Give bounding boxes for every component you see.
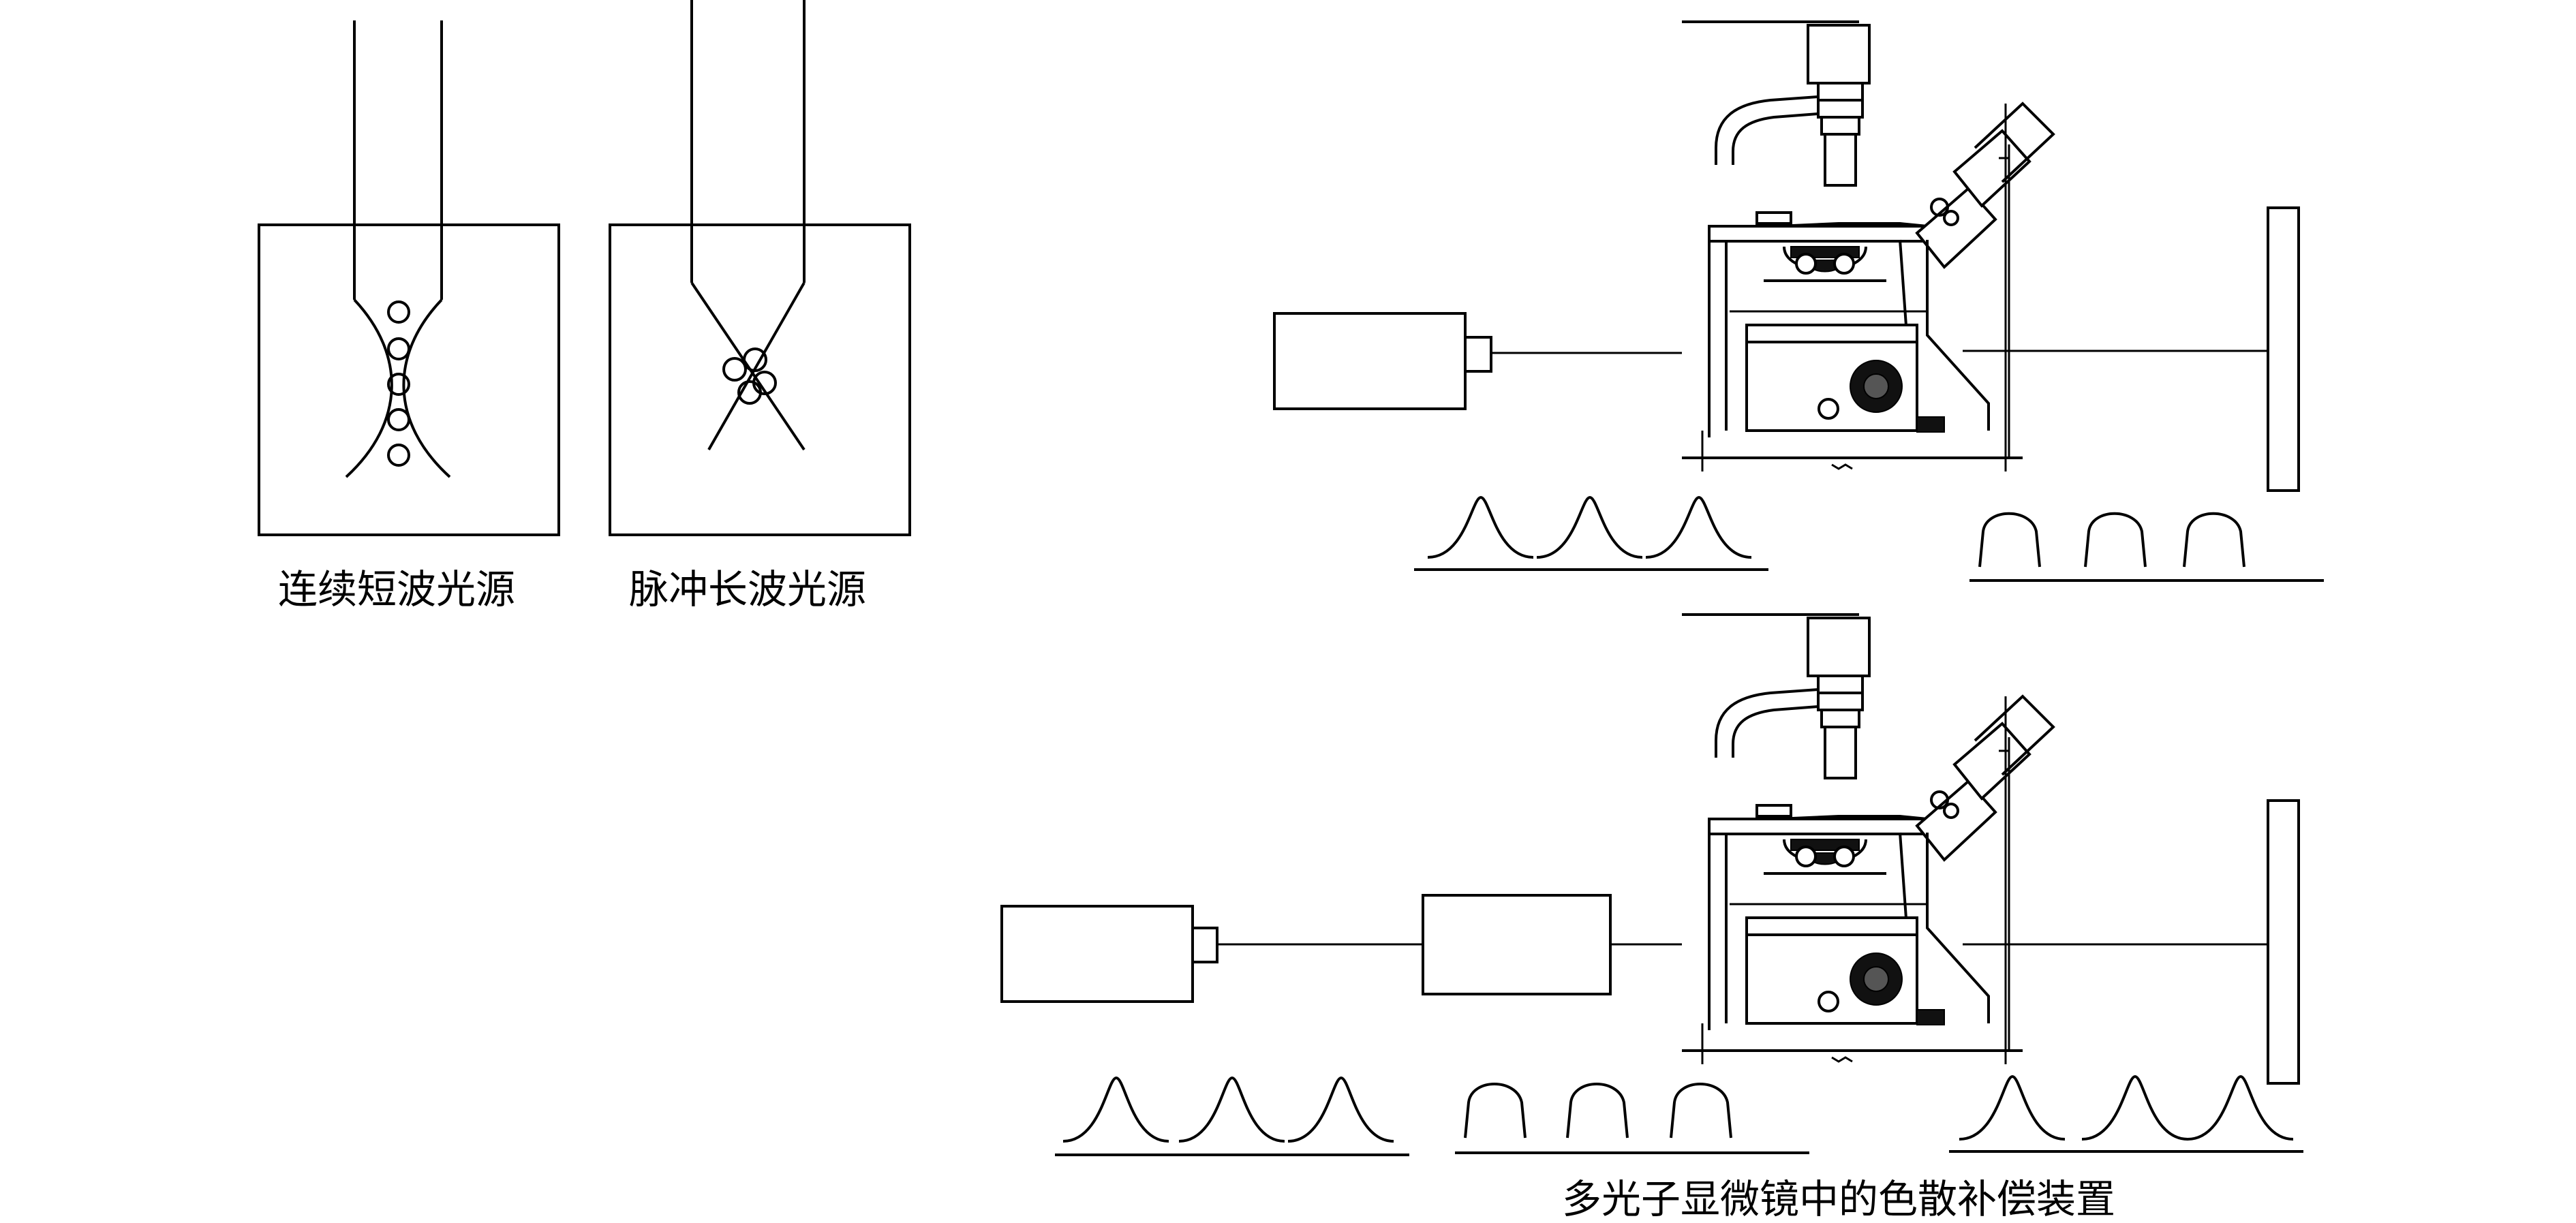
top-detector <box>2267 206 2300 492</box>
top-input-pulses <box>1414 495 1768 571</box>
bottom-output-pulses <box>1949 1074 2303 1153</box>
cw-source-panel: 连续短波光源 <box>258 20 560 613</box>
bottom-microscope <box>1681 613 2055 1066</box>
pulse-source-label: 脉冲长波光源 <box>629 566 866 613</box>
bottom-detector <box>2267 799 2300 1085</box>
cw-source-box <box>258 223 560 536</box>
pulse-source-panel: 脉冲长波光源 <box>609 0 911 613</box>
top-laser-body <box>1273 312 1467 410</box>
bottom-compensated-pulses <box>1455 1083 1809 1154</box>
dispersion-compensator-box <box>1422 894 1612 995</box>
cw-source-label: 连续短波光源 <box>278 566 515 613</box>
pulse-focal-spots <box>722 347 777 405</box>
pulse-beam-cross-2 <box>707 282 806 450</box>
bottom-input-pulses <box>1055 1076 1409 1156</box>
bottom-laser-aperture <box>1191 927 1218 963</box>
top-setup <box>1273 20 2324 582</box>
cw-beam-right-edge <box>402 298 451 478</box>
cw-beam-left-edge <box>345 298 393 478</box>
pulse-source-box <box>609 223 911 536</box>
top-laser-aperture <box>1464 336 1492 373</box>
diagram-caption: 多光子显微镜中的色散补偿装置 <box>1562 1176 2115 1222</box>
cw-focal-spots <box>387 300 410 467</box>
top-output-pulses <box>1969 512 2324 582</box>
bottom-setup <box>1000 613 2303 1156</box>
top-microscope <box>1681 20 2055 473</box>
bottom-laser-body <box>1000 905 1194 1003</box>
